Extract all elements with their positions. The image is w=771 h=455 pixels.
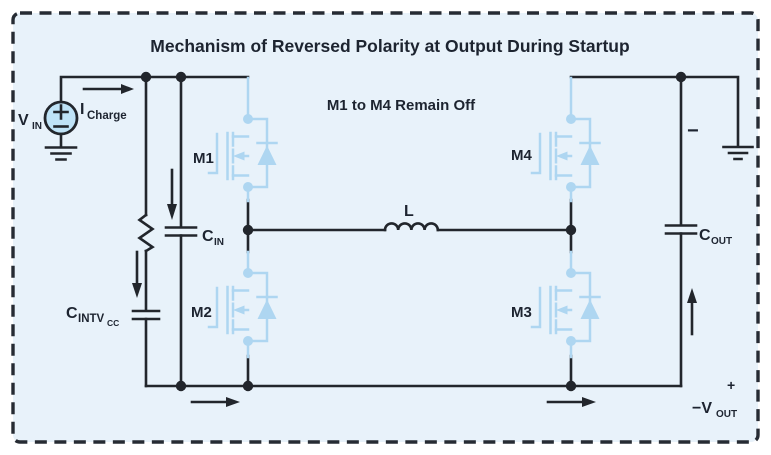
cintvcc-current-arrow-icon	[132, 250, 142, 298]
diagram-title: Mechanism of Reversed Polarity at Output…	[150, 36, 629, 56]
vin-label: V	[18, 112, 29, 129]
inductor-label: L	[404, 203, 414, 220]
m2-label: M2	[191, 304, 212, 321]
vout-label: −V	[692, 400, 712, 417]
output-plus-sign: +	[727, 377, 735, 393]
ground-icon-right	[722, 145, 754, 161]
resistor	[137, 213, 155, 253]
cin-label: C	[202, 228, 214, 245]
junction-dots	[140, 71, 687, 392]
cout-current-arrow-icon	[687, 288, 697, 336]
icharge-label: I	[80, 101, 84, 118]
top-rail-right	[569, 75, 740, 147]
vin-label-sub: IN	[32, 121, 42, 132]
m3-label: M3	[511, 304, 532, 321]
cin-current-arrow-icon	[167, 168, 177, 220]
icharge-current-arrow-icon	[82, 84, 134, 94]
output-minus-sign: −	[687, 120, 699, 142]
ground-icon-left	[44, 132, 78, 161]
m4-label: M4	[511, 147, 532, 164]
plus-terminal-icon	[53, 104, 69, 120]
vin-source	[43, 100, 79, 136]
cintvcc-label-subsub: CC	[107, 318, 119, 328]
m1-label: M1	[193, 150, 214, 167]
icharge-label-sub: Charge	[87, 110, 127, 122]
inductor-coil	[383, 222, 440, 232]
cintvcc-label-sub: INTV	[78, 313, 105, 325]
annotation-text: M1 to M4 Remain Off	[327, 97, 476, 114]
cout-label-sub: OUT	[711, 236, 732, 247]
bottom-right-current-arrow-icon	[546, 397, 596, 407]
cout-label: C	[699, 227, 711, 244]
bottom-left-current-arrow-icon	[190, 397, 240, 407]
vout-label-sub: OUT	[716, 409, 737, 420]
cintvcc-label: C	[66, 305, 78, 322]
cin-label-sub: IN	[214, 237, 224, 248]
